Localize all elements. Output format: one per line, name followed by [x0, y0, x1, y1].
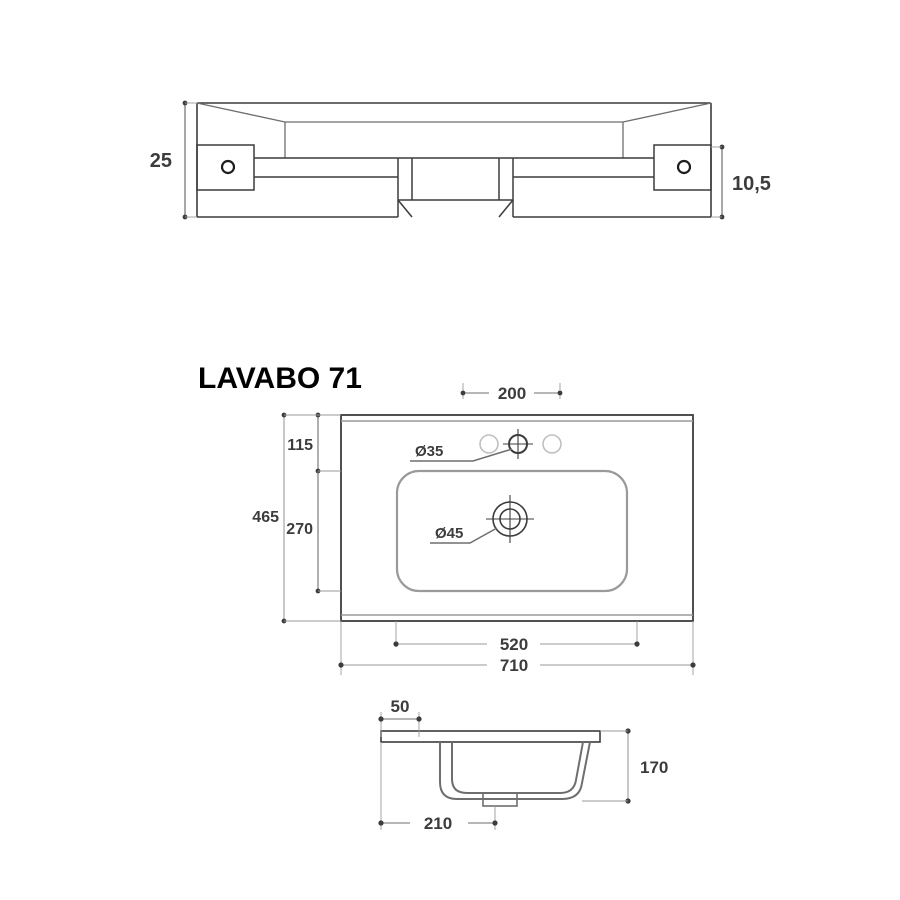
dim-section-210: 210 — [378, 742, 498, 833]
dim-section-50: 50 — [378, 697, 422, 737]
dim-plan-710: 710 — [338, 621, 696, 675]
plan-tap-hole-left — [479, 434, 499, 454]
plan-drain-hole — [486, 495, 534, 543]
elevation-right-end-block — [653, 144, 712, 191]
dim-plan-270: 270 — [286, 471, 341, 594]
dim-plan-520: 520 — [393, 621, 640, 654]
plan-view: Ø35 Ø45 200 — [252, 383, 696, 675]
front-elevation-view: 25 10,5 — [150, 100, 771, 220]
dim-label-210: 210 — [424, 814, 452, 833]
dim-plan-115: 115 — [287, 412, 341, 474]
section-view: 50 170 210 — [378, 697, 668, 833]
dim-plan-200: 200 — [460, 383, 563, 403]
elevation-center-recess — [398, 157, 513, 201]
dim-label-200: 200 — [498, 384, 526, 403]
dim-label-50: 50 — [391, 697, 410, 716]
elevation-left-end-block — [196, 144, 255, 191]
section-bowl-outer — [439, 741, 591, 800]
elevation-left-hole — [220, 159, 236, 175]
elevation-outline — [196, 102, 712, 218]
dim-label-105: 10,5 — [732, 173, 771, 195]
dim-label-25: 25 — [150, 150, 172, 172]
dim-elev-105: 10,5 — [711, 144, 771, 220]
elevation-inner-lines — [196, 102, 712, 158]
plan-bowl-outline — [395, 469, 629, 593]
elevation-left-bar — [254, 157, 413, 218]
callout-dia35: Ø35 — [410, 443, 513, 462]
section-drain-spigot — [482, 792, 518, 807]
plan-outer-rect — [340, 414, 694, 622]
plan-tap-holes — [479, 429, 562, 459]
callout-dia45: Ø45 — [430, 525, 498, 544]
dim-label-115: 115 — [287, 437, 313, 454]
plan-tap-hole-center — [503, 429, 533, 459]
dim-elev-25: 25 — [150, 100, 197, 220]
dim-label-520: 520 — [500, 635, 528, 654]
callout-label-dia35: Ø35 — [415, 443, 443, 460]
dim-label-710: 710 — [500, 656, 528, 675]
elevation-right-hole — [676, 159, 692, 175]
dim-section-170: 170 — [582, 728, 668, 804]
dim-label-270: 270 — [286, 521, 313, 538]
dim-plan-465: 465 — [252, 412, 341, 624]
dim-label-170: 170 — [640, 758, 668, 777]
drawing-title: LAVABO 71 — [198, 362, 362, 395]
elevation-right-bar — [498, 157, 654, 218]
plan-tap-hole-right — [542, 434, 562, 454]
callout-label-dia45: Ø45 — [435, 525, 463, 542]
dim-label-465: 465 — [252, 509, 279, 526]
